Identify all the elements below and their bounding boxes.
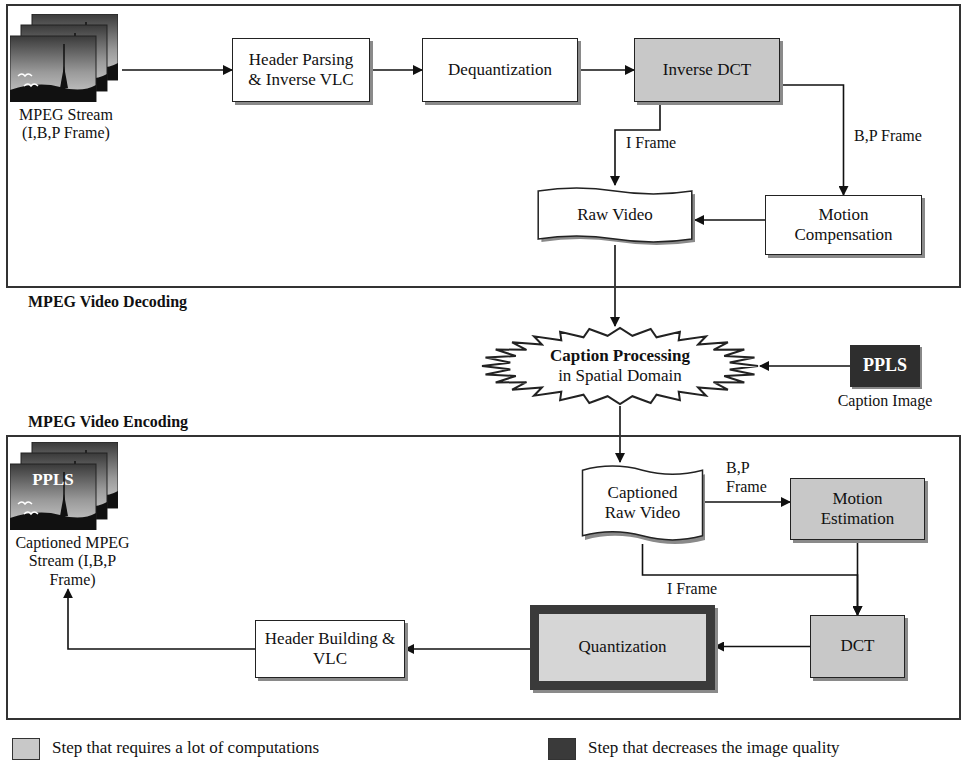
node-label: Motion Estimation bbox=[799, 489, 916, 530]
node-label: DCT bbox=[841, 636, 875, 656]
flow-arrow bbox=[68, 589, 255, 649]
legend-swatch bbox=[548, 738, 576, 760]
node-label: Quantization bbox=[579, 637, 667, 657]
stream-label: MPEG Stream (I,B,P Frame) bbox=[10, 106, 122, 143]
process-box: Motion Estimation bbox=[790, 478, 925, 540]
data-shape: Raw Video bbox=[535, 185, 695, 245]
flow-arrow bbox=[695, 219, 765, 221]
node-label: Header Parsing & Inverse VLC bbox=[241, 50, 361, 91]
node-label: Motion Compensation bbox=[774, 205, 913, 246]
video-frames-illustration bbox=[10, 14, 118, 102]
process-box: Inverse DCT bbox=[634, 38, 780, 102]
flow-arrow bbox=[619, 406, 621, 462]
flow-arrow bbox=[370, 69, 422, 71]
process-box: Header Building & VLC bbox=[255, 620, 405, 678]
video-stream: MPEG Stream (I,B,P Frame) bbox=[10, 14, 122, 143]
flow-arrow bbox=[122, 69, 232, 71]
shape-outline bbox=[583, 466, 703, 540]
panel-heading: MPEG Video Encoding bbox=[28, 412, 188, 431]
legend-text: Step that decreases the image quality bbox=[588, 738, 840, 758]
data-shape: Captioned Raw Video bbox=[580, 462, 705, 544]
node-label: Inverse DCT bbox=[663, 60, 751, 80]
legend-text: Step that requires a lot of computations bbox=[52, 738, 319, 758]
node-label: Header Building & VLC bbox=[264, 629, 396, 670]
caption-image-label: Caption Image bbox=[815, 391, 955, 410]
process-box: Motion Compensation bbox=[765, 195, 922, 255]
video-stream: PPLS Captioned MPEG Stream (I,B,P Frame) bbox=[10, 442, 135, 589]
process-box: DCT bbox=[810, 615, 905, 678]
flow-arrow bbox=[857, 540, 859, 615]
node-label: Dequantization bbox=[448, 60, 552, 80]
node-label: in Spatial Domain bbox=[558, 366, 682, 386]
flow-arrow bbox=[405, 648, 530, 650]
process-box: Dequantization bbox=[422, 38, 578, 102]
starburst-shape: Caption Processingin Spatial Domain bbox=[480, 326, 760, 406]
process-box: Header Parsing & Inverse VLC bbox=[232, 38, 370, 102]
edge-label: I Frame bbox=[624, 133, 678, 152]
process-box: Quantization bbox=[530, 605, 715, 690]
legend-swatch bbox=[12, 738, 40, 760]
node-label: Captioned Raw Video bbox=[592, 483, 693, 524]
edge-label: I Frame bbox=[665, 579, 719, 598]
caption-text: PPLS bbox=[863, 355, 907, 377]
flow-arrow bbox=[780, 85, 844, 195]
edge-label: B,P Frame bbox=[852, 126, 924, 145]
overlay-caption: PPLS bbox=[10, 470, 96, 490]
process-panel: MPEG Video DecodingMPEG Stream (I,B,P Fr… bbox=[6, 4, 961, 288]
flow-arrow bbox=[760, 365, 850, 367]
caption-image: PPLSCaption Image bbox=[850, 345, 920, 387]
flow-arrow bbox=[705, 501, 790, 503]
process-panel: MPEG Video EncodingCaptioned Raw VideoMo… bbox=[6, 435, 961, 720]
node-heading: Caption Processing bbox=[550, 346, 690, 366]
stream-label: Captioned MPEG Stream (I,B,P Frame) bbox=[10, 534, 135, 589]
flow-arrow bbox=[578, 69, 634, 71]
starburst-polygon bbox=[482, 328, 758, 404]
panel-heading: MPEG Video Decoding bbox=[28, 292, 187, 311]
flow-arrow bbox=[715, 646, 810, 648]
node-label: Raw Video bbox=[577, 205, 653, 225]
flow-arrow bbox=[614, 245, 616, 326]
shape-outline bbox=[538, 188, 692, 242]
edge-label: B,P Frame bbox=[724, 458, 774, 496]
